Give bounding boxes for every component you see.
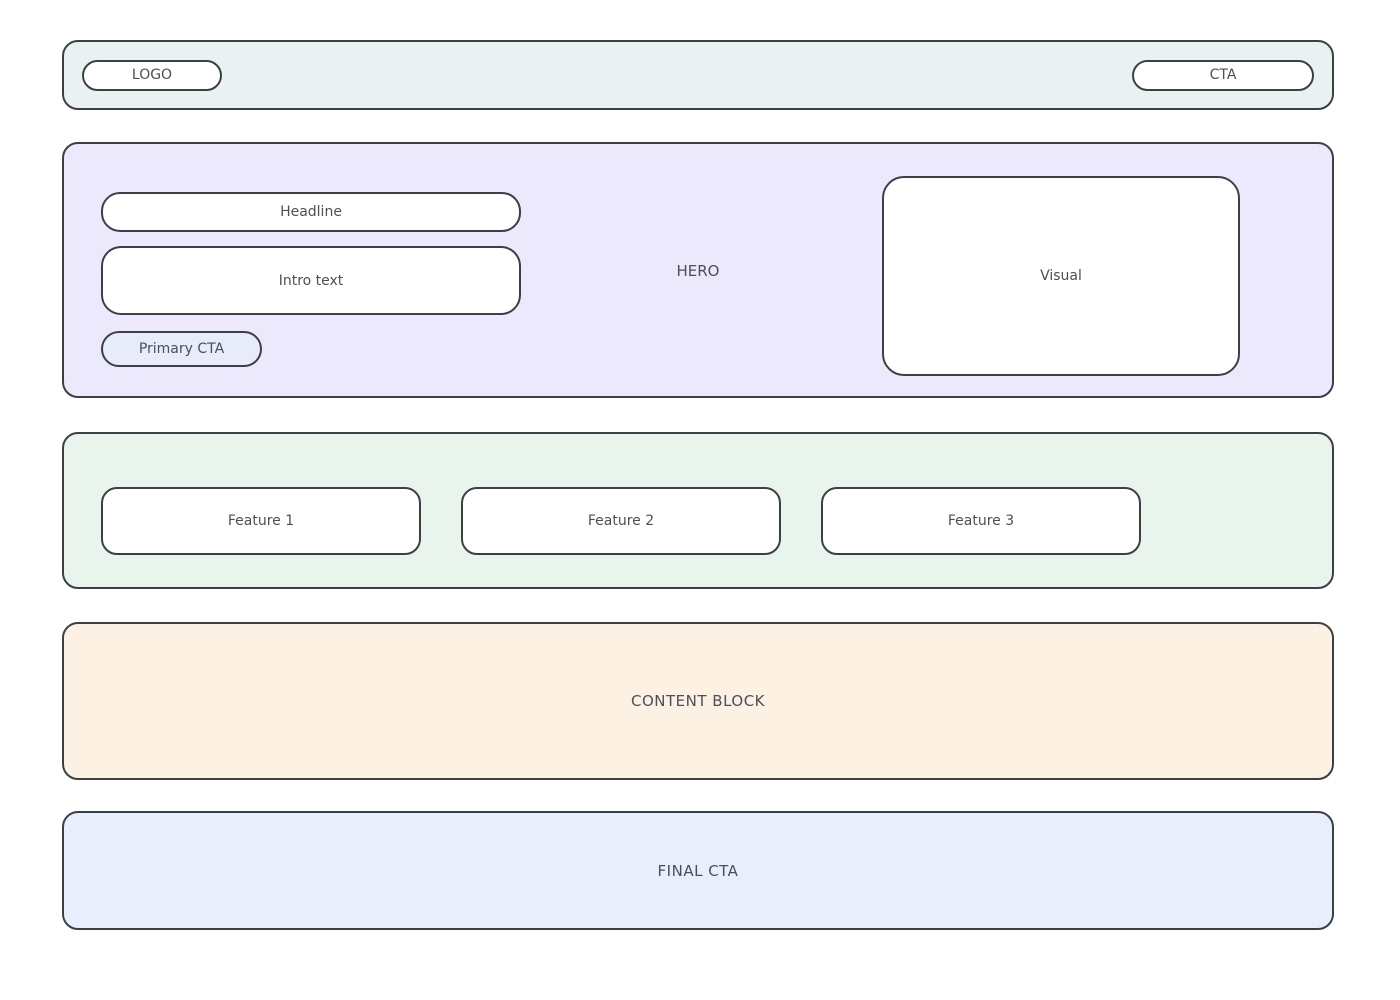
logo-label: LOGO <box>131 67 173 83</box>
visual-label: Visual <box>1040 268 1082 284</box>
cta-pill-button[interactable]: CTA <box>1132 59 1314 91</box>
content-block-label: CONTENT BLOCK <box>630 692 766 710</box>
hero-section-label: HERO <box>676 262 720 280</box>
cta-label: CTA <box>1209 67 1237 83</box>
content-block-section: CONTENT BLOCK <box>62 622 1334 780</box>
final-cta-label: FINAL CTA <box>657 861 739 880</box>
intro-text-label: Intro text <box>278 272 344 289</box>
headline-label: Headline <box>280 204 342 220</box>
topbar-section: LOGO CTA <box>62 40 1334 110</box>
feature-2-label: Feature 2 <box>587 513 655 529</box>
feature-card-3: Feature 3 <box>821 487 1141 555</box>
feature-card-2: Feature 2 <box>461 487 781 555</box>
logo-pill[interactable]: LOGO <box>82 59 222 91</box>
primary-cta-label: Primary CTA <box>138 341 225 357</box>
intro-text-box: Intro text <box>101 246 521 315</box>
feature-1-label: Feature 1 <box>227 513 295 529</box>
feature-card-1: Feature 1 <box>101 487 421 555</box>
hero-section: Headline Intro text Primary CTA HERO Vis… <box>62 142 1334 398</box>
visual-box: Visual <box>882 176 1240 376</box>
feature-3-label: Feature 3 <box>947 513 1015 529</box>
final-cta-section[interactable]: FINAL CTA <box>62 811 1334 930</box>
features-section: Feature 1 Feature 2 Feature 3 <box>62 432 1334 589</box>
primary-cta-button[interactable]: Primary CTA <box>101 331 262 367</box>
headline-box: Headline <box>101 192 521 232</box>
